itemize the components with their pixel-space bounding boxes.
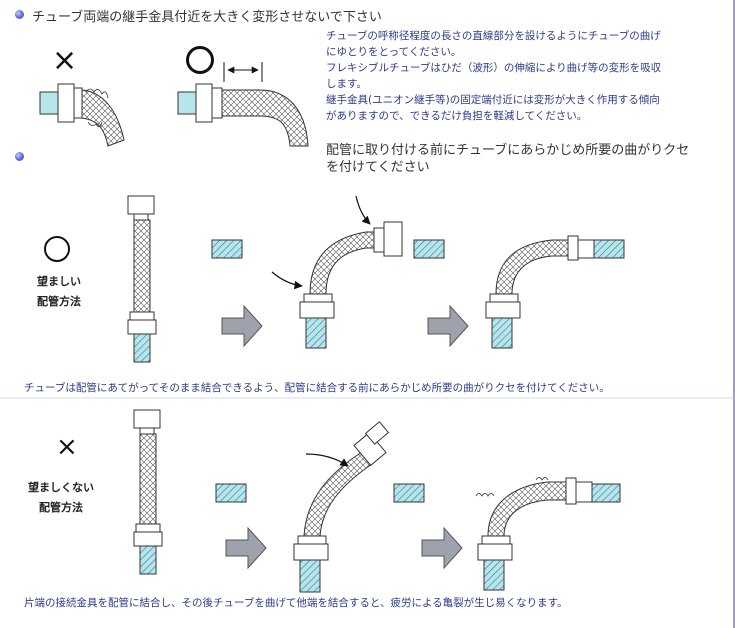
bad-method-forced-bend-tube [293, 421, 390, 593]
section1-heading: チューブ両端の継手金具付近を大きく変形させないで下さい [32, 10, 382, 25]
bad-method-installed-tube [475, 477, 621, 591]
good-method-installed-tube [485, 235, 625, 349]
pipe-end [215, 483, 247, 503]
right-border [733, 0, 735, 628]
bad-method-label-line: 望ましくない [28, 481, 94, 494]
section2-heading: 配管に取り付ける前にチューブにあらかじめ所要の曲がりクセ を付けてください [326, 142, 689, 176]
note-line: チューブの呼称径程度の長さの直線部分を設けるようにチューブの曲げ [326, 30, 661, 42]
good-method-circle-icon: ○ [44, 236, 70, 262]
good-method-label: 望ましい 配管方法 [26, 272, 92, 312]
bad-cross-icon: × [52, 43, 78, 78]
step-arrow [421, 526, 463, 570]
bullet-icon [15, 152, 24, 161]
good-method-caption: チューブは配管にあてがってそのまま結合できるよう、配管に結合する前にあらかじめ所… [24, 382, 610, 394]
step-arrow [225, 526, 267, 570]
section2-heading-line: を付けてください [326, 160, 430, 175]
note-line: にゆとりをとってください。 [326, 46, 462, 58]
bullet-icon [15, 10, 24, 19]
bad-method-caption: 片端の接続金具を配管に結合し、その後チューブを曲げて他端を結合すると、疲労による… [24, 597, 568, 609]
note-line: します。 [326, 78, 367, 90]
bad-method-label-line: 配管方法 [39, 501, 83, 514]
good-method-label-line: 望ましい [37, 275, 81, 288]
good-bent-tube-illustration [177, 62, 309, 147]
section2-heading-line: 配管に取り付ける前にチューブにあらかじめ所要の曲がりクセ [326, 143, 690, 158]
pipe-end [393, 483, 425, 503]
bad-bent-tube-illustration [39, 83, 125, 147]
note-line: フレキシブルチューブはひだ（波形）の伸縮により曲げ等の変形を吸収 [326, 62, 662, 74]
step-arrow [427, 304, 469, 348]
pipe-end [211, 239, 243, 259]
note-line: 継手金具(ユニオン継手等)の固定端付近には変形が大きく作用する傾向 [326, 94, 660, 106]
bad-method-cross-icon: × [56, 432, 78, 462]
pipe-end [413, 239, 445, 259]
section1-note: チューブの呼称径程度の長さの直線部分を設けるようにチューブの曲げ にゆとりをとっ… [326, 28, 661, 124]
bad-method-straight-tube [133, 409, 163, 575]
step-arrow [221, 304, 263, 348]
bad-method-label: 望ましくない 配管方法 [22, 478, 100, 518]
good-method-label-line: 配管方法 [37, 295, 81, 308]
good-circle-icon: ○ [186, 46, 214, 74]
note-line: がありますので、できるだけ負担を軽減してください。 [326, 110, 588, 122]
good-method-straight-tube [127, 195, 157, 363]
good-method-prebent-tube [271, 195, 403, 349]
